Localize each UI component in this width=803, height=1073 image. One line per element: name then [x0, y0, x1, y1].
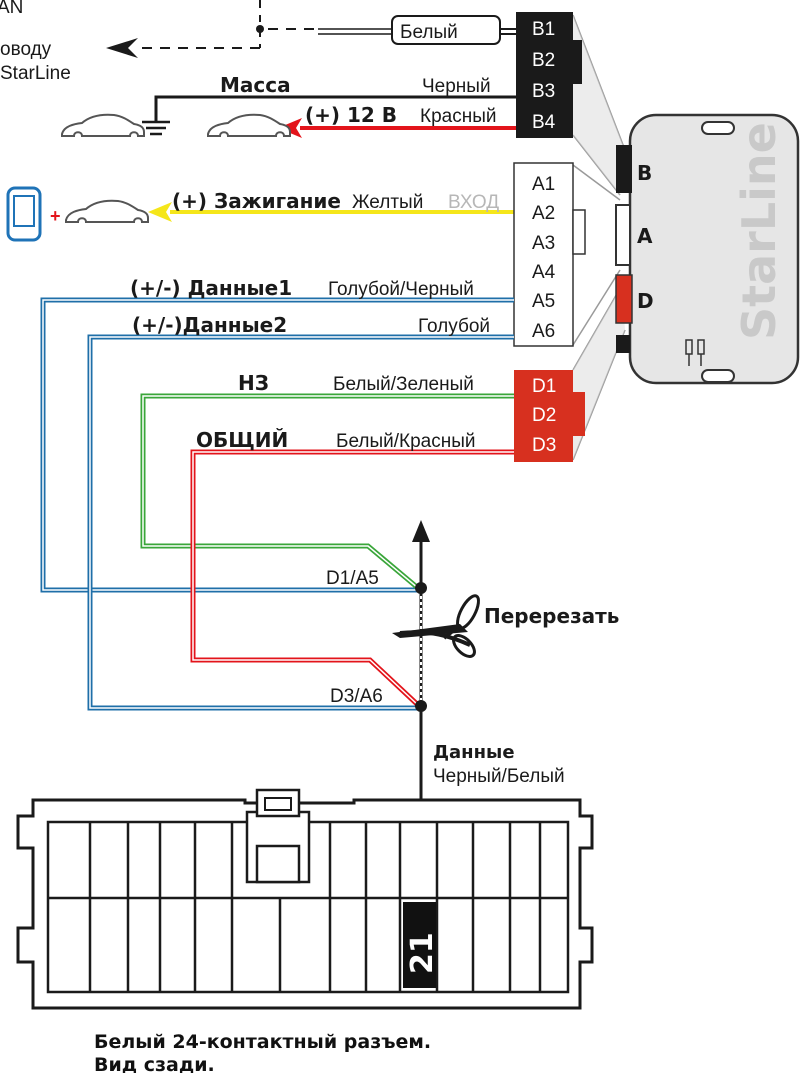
arrow-left-yellow-icon — [148, 202, 172, 222]
junction-upper-label: D1/A5 — [326, 568, 379, 589]
nc-label: НЗ — [238, 371, 269, 395]
white-wire-color: Белый — [400, 22, 458, 43]
white-wire — [106, 0, 516, 58]
car-data-label: Данные — [433, 742, 515, 763]
to-wire-label-line1: оводу — [0, 39, 52, 60]
can-label-fragment: AN — [0, 0, 23, 18]
junction-lower-label: D3/A6 — [330, 686, 383, 707]
module-port-d — [615, 274, 633, 324]
pin-b2: B2 — [532, 50, 555, 71]
data1-label: (+/-) Данные1 — [130, 276, 292, 300]
data2-color: Голубой — [418, 316, 490, 337]
arrow-left-icon — [106, 38, 138, 58]
junction-lower-dot — [415, 700, 427, 712]
ignition-color: Желтый — [352, 192, 423, 213]
pin-a1: A1 — [532, 174, 555, 195]
pin-21-label: 21 — [405, 932, 440, 974]
module-brand: StarLine — [732, 122, 786, 340]
common-wire — [190, 449, 514, 707]
car-icon — [65, 199, 149, 223]
pin-b3: B3 — [532, 81, 555, 102]
pin-b4: B4 — [532, 112, 556, 133]
port-label-d: D — [637, 289, 654, 313]
ignition-input-tag: ВХОД — [448, 192, 499, 213]
common-label: ОБЩИЙ — [196, 428, 288, 452]
data1-wire — [40, 297, 514, 593]
ground-wire — [142, 95, 516, 136]
pin-a6: A6 — [532, 321, 555, 342]
port-label-a: A — [637, 224, 653, 248]
phone-icon — [6, 186, 42, 242]
power-color: Красный — [420, 106, 496, 127]
connector-b — [516, 12, 582, 138]
module-connector-lines — [572, 14, 626, 461]
ground-color: Черный — [422, 76, 491, 97]
arrow-left-red-icon — [278, 118, 302, 138]
car-data-color: Черный/Белый — [433, 766, 565, 787]
arrow-up-icon — [412, 520, 430, 542]
pin-d2: D2 — [532, 405, 556, 426]
ignition-label: (+) Зажигание — [172, 189, 341, 213]
nc-wire — [140, 393, 514, 590]
car-icon — [207, 113, 291, 137]
power-label: (+) 12 В — [305, 103, 397, 127]
pin-b1: B1 — [532, 19, 555, 40]
connector-a — [513, 162, 586, 347]
pin-d1: D1 — [532, 376, 556, 397]
data2-label: (+/-)Данные2 — [132, 313, 287, 337]
car-connector-24pin — [16, 788, 594, 1010]
ground-label: Масса — [220, 73, 291, 97]
scissors-icon — [392, 594, 480, 658]
to-wire-label-line2: StarLine — [0, 63, 71, 84]
connector-d — [514, 370, 585, 462]
data1-color: Голубой/Черный — [328, 279, 474, 300]
starline-module: StarLine — [615, 113, 800, 385]
nc-color: Белый/Зеленый — [333, 374, 474, 395]
pin-a3: A3 — [532, 233, 555, 254]
pin-21-cell — [403, 902, 436, 988]
module-port-a — [615, 204, 631, 266]
common-color: Белый/Красный — [336, 431, 476, 452]
caption-line1: Белый 24-контактный разъем. — [94, 1031, 431, 1053]
junction-upper-dot — [415, 582, 427, 594]
car-icon — [61, 113, 145, 137]
ignition-wire — [148, 202, 516, 222]
module-port-b — [616, 145, 632, 193]
pin-a2: A2 — [532, 203, 555, 224]
plus-icon: + — [50, 206, 61, 226]
module-led-icon — [685, 339, 705, 366]
pin-a5: A5 — [532, 291, 555, 312]
port-label-b: B — [637, 161, 652, 185]
pin-d3: D3 — [532, 435, 556, 456]
pin-a4: A4 — [532, 262, 556, 283]
caption-line2: Вид сзади. — [94, 1054, 215, 1073]
cut-label: Перерезать — [484, 604, 619, 628]
power-wire — [278, 118, 516, 138]
data2-wire — [87, 334, 514, 711]
